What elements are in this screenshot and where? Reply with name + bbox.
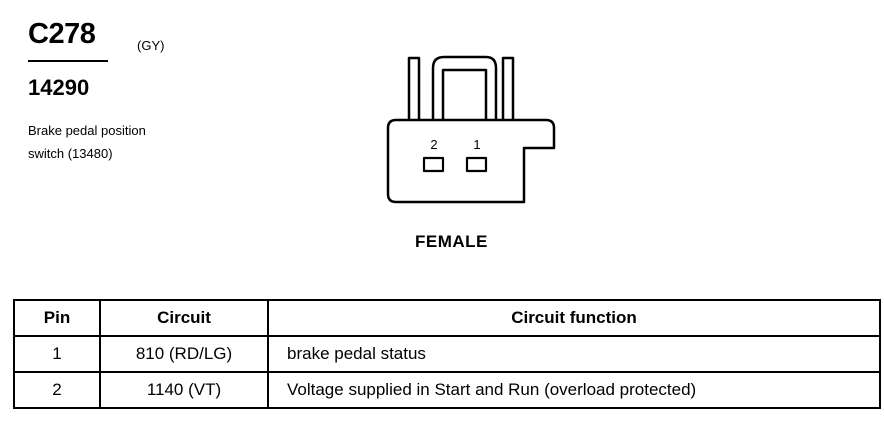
header-pin: Pin (13, 299, 101, 337)
table-row: 2 1140 (VT) Voltage supplied in Start an… (13, 371, 881, 409)
header-circuit-function: Circuit function (267, 299, 881, 337)
lock-tab (431, 55, 498, 120)
left-latch-post (407, 56, 421, 120)
cell-circuit: 810 (RD/LG) (99, 335, 269, 373)
pin-cavity-1 (465, 156, 488, 173)
pinout-table: Pin Circuit Circuit function 1 810 (RD/L… (13, 299, 881, 409)
right-latch-post (501, 56, 515, 120)
cell-circuit-function: Voltage supplied in Start and Run (overl… (267, 371, 881, 409)
table-row: 1 810 (RD/LG) brake pedal status (13, 335, 881, 373)
pin-label-2: 2 (430, 137, 437, 152)
connector-gender-label: FEMALE (415, 232, 488, 251)
connector-color-code: (GY) (137, 38, 165, 53)
cell-pin: 2 (13, 371, 101, 409)
pin-cavity-2 (422, 156, 445, 173)
cell-circuit: 1140 (VT) (99, 371, 269, 409)
part-number: 14290 (28, 75, 90, 100)
title-divider (28, 60, 108, 62)
pin-label-1: 1 (473, 137, 480, 152)
connector-body (386, 118, 556, 204)
component-description-line-2: switch (13480) (28, 146, 113, 161)
cell-pin: 1 (13, 335, 101, 373)
connector-face-drawing: 2 1 (386, 55, 556, 204)
table-header-row: Pin Circuit Circuit function (13, 299, 881, 337)
cell-circuit-function: brake pedal status (267, 335, 881, 373)
header-circuit: Circuit (99, 299, 269, 337)
component-description-line-1: Brake pedal position (28, 123, 146, 138)
lock-tab-inner (441, 68, 488, 120)
connector-id: C278 (28, 18, 96, 50)
